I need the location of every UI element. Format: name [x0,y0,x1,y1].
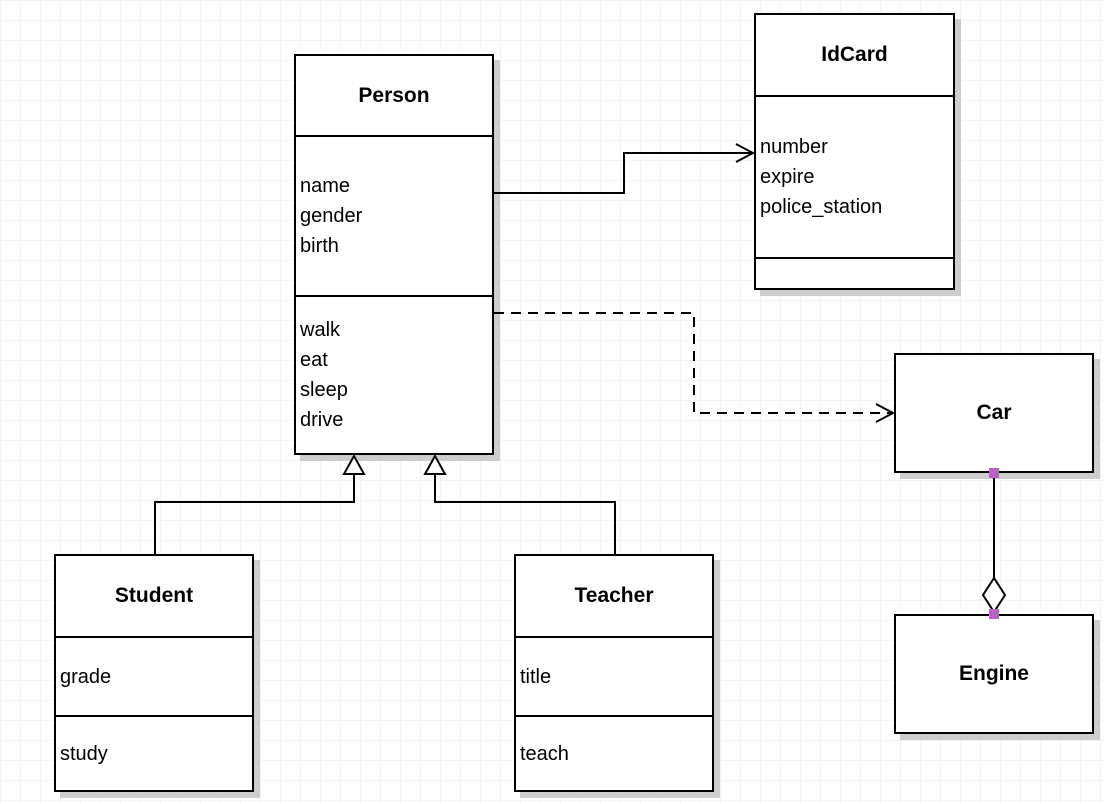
class-teacher[interactable]: Teacher title teach [514,554,714,792]
class-title: Student [114,584,194,607]
endpoint-handle[interactable] [989,468,999,478]
generalization-line [434,474,616,554]
class-title: Person [358,83,430,107]
class-title: Engine [958,662,1029,685]
class-title: Teacher [574,584,654,607]
class-person[interactable]: Person name gender birth walk eat sleep … [294,54,494,455]
class-car[interactable]: Car [894,353,1094,473]
method-row[interactable]: study [60,742,108,765]
attributes-section: name gender birth [296,135,492,295]
methods-section: teach [516,715,712,790]
attributes-section: number expire police_station [756,95,953,257]
class-title: IdCard [821,43,888,66]
open-arrowhead-icon [735,143,756,163]
edge-aggregation-car-engine[interactable] [981,468,1007,619]
attribute-row[interactable]: number [760,136,828,158]
edge-association-person-idcard[interactable] [494,143,756,194]
inheritance-triangle-icon [423,453,447,475]
attribute-row[interactable]: police_station [760,196,883,218]
edge-dependency-person-car[interactable] [494,312,896,423]
class-engine[interactable]: Engine [894,614,1094,734]
association-line [494,152,751,194]
methods-section-empty [756,257,953,288]
method-row[interactable]: teach [520,742,569,765]
method-row[interactable]: eat [300,349,328,371]
endpoint-handle[interactable] [989,609,999,619]
aggregation-diamond-icon [981,576,1007,614]
attribute-row[interactable]: gender [300,205,363,227]
attribute-row[interactable]: birth [300,235,339,257]
inheritance-triangle-icon [342,453,366,475]
methods-section: walk eat sleep drive [296,295,492,453]
attributes-section: grade [56,636,252,715]
attribute-row[interactable]: name [300,175,351,197]
class-idcard[interactable]: IdCard number expire police_station [754,13,955,290]
methods-section: study [56,715,252,790]
attribute-row[interactable]: expire [760,166,815,188]
attribute-row[interactable]: grade [60,665,112,688]
edge-generalization-student-person[interactable] [154,453,366,554]
dependency-line [494,312,891,414]
open-arrowhead-icon [875,403,896,423]
attribute-row[interactable]: title [520,665,552,688]
class-student[interactable]: Student grade study [54,554,254,792]
generalization-line [154,474,355,554]
class-title: Car [976,401,1012,424]
method-row[interactable]: walk [300,319,341,341]
method-row[interactable]: drive [300,409,344,431]
attributes-section: title [516,636,712,715]
edge-generalization-teacher-person[interactable] [423,453,616,554]
method-row[interactable]: sleep [300,379,348,401]
